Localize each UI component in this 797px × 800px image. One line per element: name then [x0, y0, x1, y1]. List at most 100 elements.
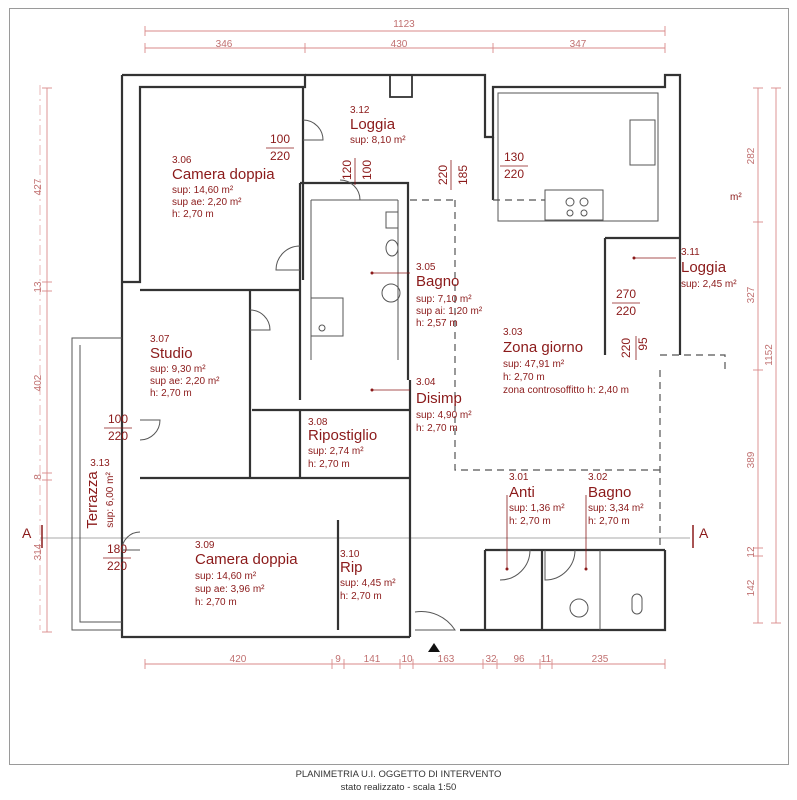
door-height: 220: [436, 165, 450, 185]
dim-right-part: 389: [746, 451, 757, 468]
caption-title: PLANIMETRIA U.I. OGGETTO DI INTERVENTO: [295, 769, 502, 780]
room-3-12: 3.12 Loggia sup: 8,10 m²: [350, 105, 406, 146]
dim-bottom-part: 96: [513, 654, 525, 665]
stray-unit-label: m²: [730, 192, 742, 203]
dim-top-total: 1123: [393, 19, 415, 30]
door-height: 220: [619, 338, 633, 358]
room-info: sup ai: 1,20 m²: [416, 306, 483, 317]
room-info: h: 2,70 m: [503, 372, 545, 383]
entrance-marker: [428, 643, 440, 652]
room-3-03: 3.03 Zona giorno sup: 47,91 m² h: 2,70 m…: [503, 327, 629, 396]
door-width: 100: [360, 160, 374, 180]
room-info: zona controsoffitto h: 2,40 m: [503, 385, 629, 396]
right-dimensions: 282 327 389 12 142 1152: [746, 87, 781, 624]
drawing-frame: [9, 8, 789, 765]
dim-right-part: 327: [746, 286, 757, 303]
room-info: sup ae: 2,20 m²: [150, 376, 220, 387]
room-3-10: 3.10 Rip sup: 4,45 m² h: 2,70 m: [340, 549, 396, 602]
room-name: Loggia: [681, 259, 727, 276]
room-3-06: 3.06 Camera doppia sup: 14,60 m² sup ae:…: [172, 155, 275, 220]
room-3-08: 3.08 Ripostiglio sup: 2,74 m² h: 2,70 m: [308, 417, 377, 470]
room-info: sup: 2,45 m²: [681, 279, 737, 290]
room-info: sup: 14,60 m²: [195, 571, 257, 582]
room-id: 3.11: [681, 247, 700, 258]
room-info: h: 2,70 m: [509, 516, 551, 527]
section-mark-left: A: [22, 525, 32, 541]
room-info: sup: 14,60 m²: [172, 185, 234, 196]
dim-bottom-part: 32: [485, 654, 497, 665]
dim-right-part: 12: [746, 546, 757, 558]
left-dimensions: 427 13 402 8 314: [33, 87, 52, 633]
room-info: h: 2,57 m: [416, 318, 458, 329]
room-id: 3.02: [588, 472, 608, 483]
room-id: 3.07: [150, 334, 170, 345]
room-id: 3.10: [340, 549, 360, 560]
dim-bottom-part: 235: [592, 654, 609, 665]
room-name: Ripostiglio: [308, 427, 377, 444]
top-dimensions: 1123 346 430 347: [144, 19, 666, 53]
room-info: sup: 9,30 m²: [150, 364, 206, 375]
room-id: 3.04: [416, 377, 436, 388]
room-id: 3.09: [195, 540, 215, 551]
dim-left-part: 402: [33, 374, 44, 391]
room-name: Disimp: [416, 390, 462, 407]
room-info: sup: 4,45 m²: [340, 578, 396, 589]
section-mark-right: A: [699, 525, 709, 541]
room-3-13: 3.13 Terrazza sup: 6,00 m²: [84, 458, 116, 529]
room-name: Bagno: [416, 273, 459, 290]
door-width: 100: [108, 412, 128, 426]
room-info: sup: 7,10 m²: [416, 294, 472, 305]
room-name: Loggia: [350, 116, 396, 133]
door-height: 220: [108, 429, 128, 443]
room-3-11: 3.11 Loggia sup: 2,45 m²: [632, 247, 737, 290]
walls: [71, 73, 682, 639]
room-info: h: 2,70 m: [588, 516, 630, 527]
drawing-caption: PLANIMETRIA U.I. OGGETTO DI INTERVENTO s…: [0, 768, 797, 794]
dim-left-part: 314: [33, 543, 44, 560]
room-info: h: 2,70 m: [308, 459, 350, 470]
room-info: sup: 8,10 m²: [350, 135, 406, 146]
room-3-04: 3.04 Disimp sup: 4,90 m² h: 2,70 m: [370, 377, 472, 434]
dim-bottom-part: 163: [438, 654, 455, 665]
room-name: Zona giorno: [503, 339, 583, 356]
room-name: Camera doppia: [172, 166, 275, 183]
dim-bottom-part: 420: [230, 654, 247, 665]
room-3-05: 3.05 Bagno sup: 7,10 m² sup ai: 1,20 m² …: [370, 262, 483, 329]
door-height: 185: [456, 165, 470, 185]
dim-top-part: 347: [570, 39, 587, 50]
room-3-02: 3.02 Bagno sup: 3,34 m² h: 2,70 m: [584, 472, 644, 571]
room-name: Bagno: [588, 484, 631, 501]
room-info: sup: 4,90 m²: [416, 410, 472, 421]
room-id: 3.05: [416, 262, 436, 273]
door-width: 180: [107, 542, 127, 556]
room-3-07: 3.07 Studio sup: 9,30 m² sup ae: 2,20 m²…: [150, 334, 220, 399]
dim-left-part: 427: [33, 178, 44, 195]
door-width: 130: [504, 150, 524, 164]
dim-top-part: 346: [216, 39, 233, 50]
door-height: 220: [504, 167, 524, 181]
door-width: 95: [636, 337, 650, 351]
room-info: sup ae: 3,96 m²: [195, 584, 265, 595]
caption-subtitle: stato realizzato - scala 1:50: [340, 782, 457, 793]
room-id: 3.03: [503, 327, 523, 338]
room-name: Camera doppia: [195, 551, 298, 568]
dim-right-total: 1152: [764, 344, 775, 366]
dim-bottom-part: 141: [364, 654, 381, 665]
room-info: sup: 47,91 m²: [503, 359, 565, 370]
room-info: sup: 2,74 m²: [308, 446, 364, 457]
room-info: h: 2,70 m: [172, 209, 214, 220]
section-line: A A: [22, 85, 709, 630]
dim-top-part: 430: [391, 39, 408, 50]
fixtures: [310, 211, 643, 630]
room-info: sup: 3,34 m²: [588, 503, 644, 514]
room-name: Studio: [150, 345, 193, 362]
door-width: 270: [616, 287, 636, 301]
room-3-01: 3.01 Anti sup: 1,36 m² h: 2,70 m: [505, 472, 565, 571]
room-id: 3.01: [509, 472, 529, 483]
room-info: sup: 1,36 m²: [509, 503, 565, 514]
dashed-boundaries: [410, 199, 726, 550]
room-info: sup ae: 2,20 m²: [172, 197, 242, 208]
room-info: h: 2,70 m: [340, 591, 382, 602]
door-height: 220: [616, 304, 636, 318]
